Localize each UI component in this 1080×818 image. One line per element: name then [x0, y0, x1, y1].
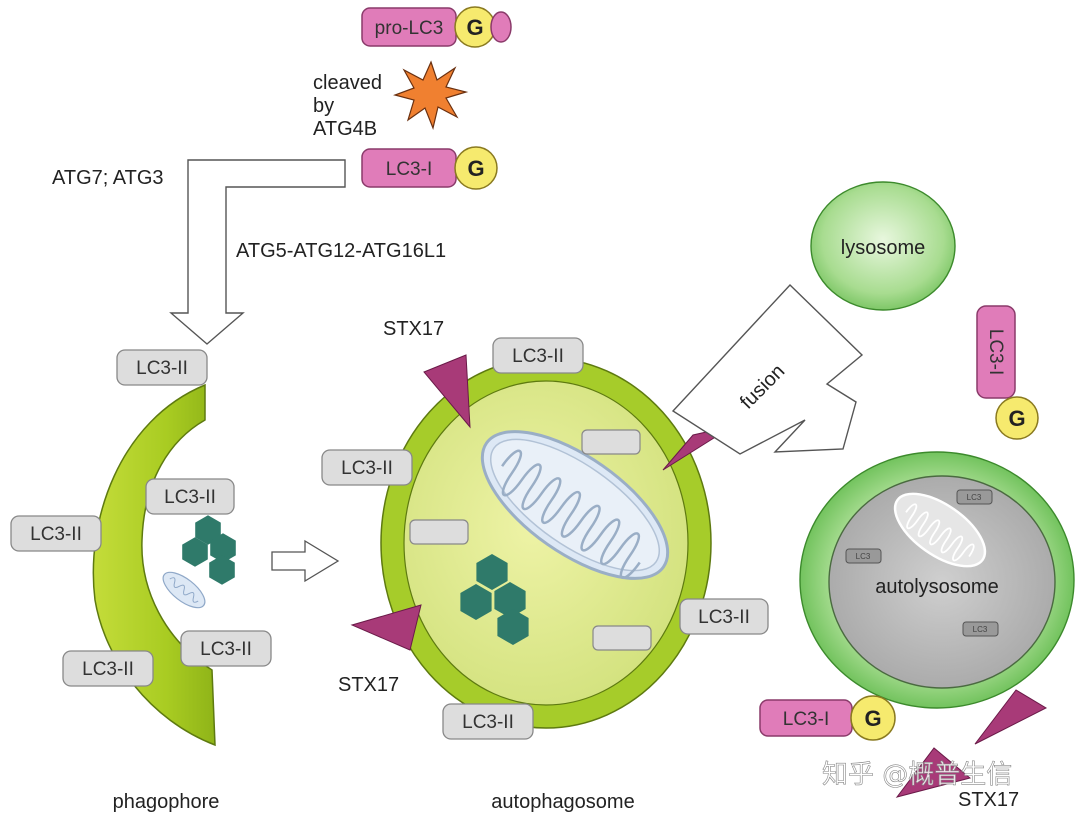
cleavage-star-icon	[393, 60, 469, 130]
stx17-triangle-icon	[350, 604, 422, 651]
stx17-label-bottom: STX17	[338, 674, 399, 696]
g-label: G	[864, 706, 881, 731]
inner-lc3-marker	[409, 519, 469, 545]
small-mitochondrion-icon	[162, 571, 206, 609]
lc3-i-label: LC3-I	[985, 329, 1006, 375]
transition-arrow-icon	[271, 539, 340, 583]
phagophore-caption: phagophore	[113, 791, 220, 813]
stx17-triangle-icon	[974, 689, 1048, 745]
phagophore	[92, 383, 236, 747]
pro-lc3-label: pro-LC3	[375, 18, 444, 39]
autolysosome: LC3 LC3 LC3 autolysosome	[799, 451, 1075, 709]
lc3-i-group-vertical: LC3-I G	[976, 305, 1039, 440]
lc3-ii-pill-3: LC3-II	[10, 515, 102, 552]
lc3-ii-pill-5: LC3-II	[62, 650, 154, 687]
lc3-ii-label: LC3-II	[512, 346, 564, 367]
autophagosome	[380, 357, 712, 729]
lc3-ii-label: LC3-II	[82, 659, 134, 680]
lc3-ii-label: LC3-II	[164, 487, 216, 508]
g-circle	[995, 396, 1039, 440]
stx17-triangle-icon	[895, 747, 972, 798]
cleaved-label-3: ATG4B	[313, 118, 377, 140]
lc3-ii-label: LC3-II	[698, 607, 750, 628]
inner-lc3-marker	[592, 625, 652, 651]
lc3-i-group-bottom: LC3-I G	[759, 695, 896, 741]
lysosome-label: lysosome	[841, 237, 925, 259]
g-circle	[850, 695, 896, 741]
autolysosome-label: autolysosome	[875, 576, 998, 598]
lc3-i-label: LC3-I	[783, 709, 829, 730]
lc3-ii-label: LC3-II	[462, 712, 514, 733]
lc3-small-tag: LC3	[962, 621, 999, 637]
lc3-ii-label: LC3-II	[341, 458, 393, 479]
g-label: G	[1008, 406, 1025, 431]
lc3-ii-pill-1: LC3-II	[116, 349, 208, 386]
degrading-mitochondrion-icon	[893, 492, 987, 568]
lc3-small-label: LC3	[973, 625, 988, 634]
stx17-label-top: STX17	[383, 318, 444, 340]
cleaved-label-2: by	[313, 95, 334, 117]
atg7-atg3-label: ATG7; ATG3	[52, 167, 164, 189]
conjugation-arrow	[169, 159, 346, 345]
lc3-small-label: LC3	[967, 493, 982, 502]
lc3-small-label: LC3	[856, 552, 871, 561]
autolysosome-core	[828, 475, 1056, 689]
fusion-arrow	[671, 283, 864, 455]
inner-lc3-marker	[581, 429, 641, 455]
cargo-hexagons-icon	[182, 515, 236, 585]
cleaved-tail	[490, 11, 512, 43]
lc3-i-group-top: LC3-I G	[361, 146, 498, 190]
lc3-small-tag: LC3	[845, 548, 882, 564]
pro-lc3-group: pro-LC3 G	[361, 6, 512, 48]
g-label: G	[467, 156, 484, 181]
lc3-ii-pill-8: LC3-II	[679, 598, 769, 635]
watermark: 知乎 @概普生信	[822, 760, 1012, 790]
lc3-ii-pill-6: LC3-II	[492, 337, 584, 374]
lc3-ii-label: LC3-II	[136, 358, 188, 379]
lc3-ii-pill-9: LC3-II	[442, 703, 534, 740]
lc3-ii-pill-4: LC3-II	[180, 630, 272, 667]
mitochondrion-icon	[480, 430, 670, 580]
g-label: G	[466, 15, 483, 40]
lc3-ii-label: LC3-II	[200, 639, 252, 660]
g-circle	[454, 146, 498, 190]
stx17-triangle-icon	[423, 354, 471, 429]
lc3-small-tag: LC3	[956, 489, 993, 505]
lc3-ii-label: LC3-II	[30, 524, 82, 545]
lc3-ii-pill-7: LC3-II	[321, 449, 413, 486]
atg5-complex-label: ATG5-ATG12-ATG16L1	[236, 240, 446, 262]
cleaved-label-1: cleaved	[313, 72, 382, 94]
stx17-label-right: STX17	[958, 789, 1019, 811]
autophagosome-caption: autophagosome	[491, 791, 634, 813]
lc3-i-label: LC3-I	[386, 159, 432, 180]
lysosome	[810, 181, 956, 311]
lc3-ii-pill-2: LC3-II	[145, 478, 235, 515]
